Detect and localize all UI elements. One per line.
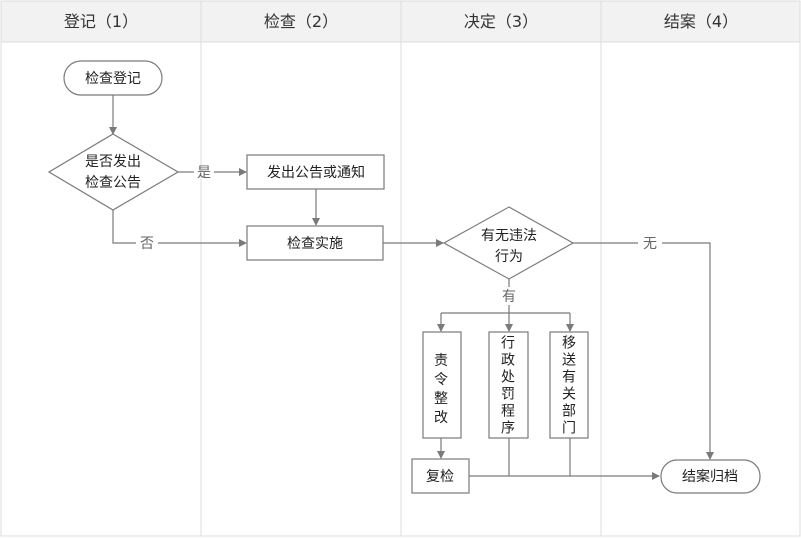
edge-label-yes: 是 — [197, 165, 211, 181]
node-order-fix-char-1: 责 — [434, 353, 448, 369]
edge-none-seg2 — [662, 242, 714, 460]
node-start — [63, 60, 163, 96]
node-transfer-char-5: 部 — [562, 403, 576, 419]
node-decide-violation — [442, 206, 575, 280]
node-order-fix-char-3: 整 — [434, 391, 448, 407]
lane-title-inspect: 检查（2） — [264, 12, 338, 31]
node-inspect-label: 检查实施 — [287, 236, 343, 252]
node-decide-publish — [47, 133, 180, 211]
node-order-fix-char-2: 令 — [434, 372, 448, 388]
lane-header-register — [0, 0, 202, 43]
node-decide-publish-line1: 是否发出 — [85, 154, 141, 170]
lane-header-decide — [400, 0, 602, 43]
lane-title-close: 结案（4） — [664, 12, 738, 31]
lane-header-close — [600, 0, 801, 43]
node-penalty-char-5: 程 — [501, 403, 515, 419]
node-transfer — [549, 331, 589, 439]
lane-inspect — [200, 0, 402, 537]
node-transfer-char-6: 门 — [562, 420, 576, 436]
node-decide-publish-line2: 检查公告 — [85, 175, 141, 191]
node-start-label: 检查登记 — [85, 71, 141, 87]
edge-label-none: 无 — [643, 236, 657, 252]
node-penalty-char-4: 罚 — [501, 386, 515, 402]
node-transfer-char-1: 移 — [562, 335, 576, 351]
node-order-fix-char-4: 改 — [434, 410, 448, 426]
node-penalty-char-6: 序 — [501, 420, 515, 436]
node-recheck — [411, 458, 470, 494]
node-archive-label: 结案归档 — [682, 468, 738, 485]
edge-label-no: 否 — [140, 236, 154, 252]
edge-labels: 是 否 无 有 — [140, 165, 657, 305]
node-recheck-label: 复检 — [426, 468, 454, 485]
lane-title-register: 登记（1） — [64, 12, 138, 31]
node-penalty-char-2: 政 — [501, 352, 515, 368]
edge-label-has: 有 — [502, 289, 516, 305]
node-decide-violation-line1: 有无违法 — [481, 228, 537, 244]
node-inspect — [246, 225, 384, 261]
node-penalty-char-1: 行 — [501, 335, 515, 351]
lane-close — [600, 0, 801, 537]
node-transfer-char-4: 关 — [562, 386, 576, 402]
node-publish-notice-label: 发出公告或通知 — [267, 164, 365, 181]
node-order-fix — [422, 331, 462, 439]
node-penalty-char-3: 处 — [501, 369, 515, 385]
edge-no-seg1 — [112, 210, 136, 244]
lane-header-inspect — [200, 0, 402, 43]
node-decide-violation-line2: 行为 — [495, 249, 523, 265]
node-archive — [660, 459, 761, 494]
edges — [109, 95, 714, 480]
node-publish-notice — [246, 154, 385, 190]
node-transfer-char-2: 送 — [562, 352, 576, 368]
nodes: 检查登记 是否发出 检查公告 发出公告或通知 检查实施 有无违法 行为 责 令 … — [47, 60, 761, 494]
node-penalty — [488, 331, 529, 439]
lane-title-decide: 决定（3） — [464, 12, 538, 31]
node-transfer-char-3: 有 — [562, 369, 576, 385]
